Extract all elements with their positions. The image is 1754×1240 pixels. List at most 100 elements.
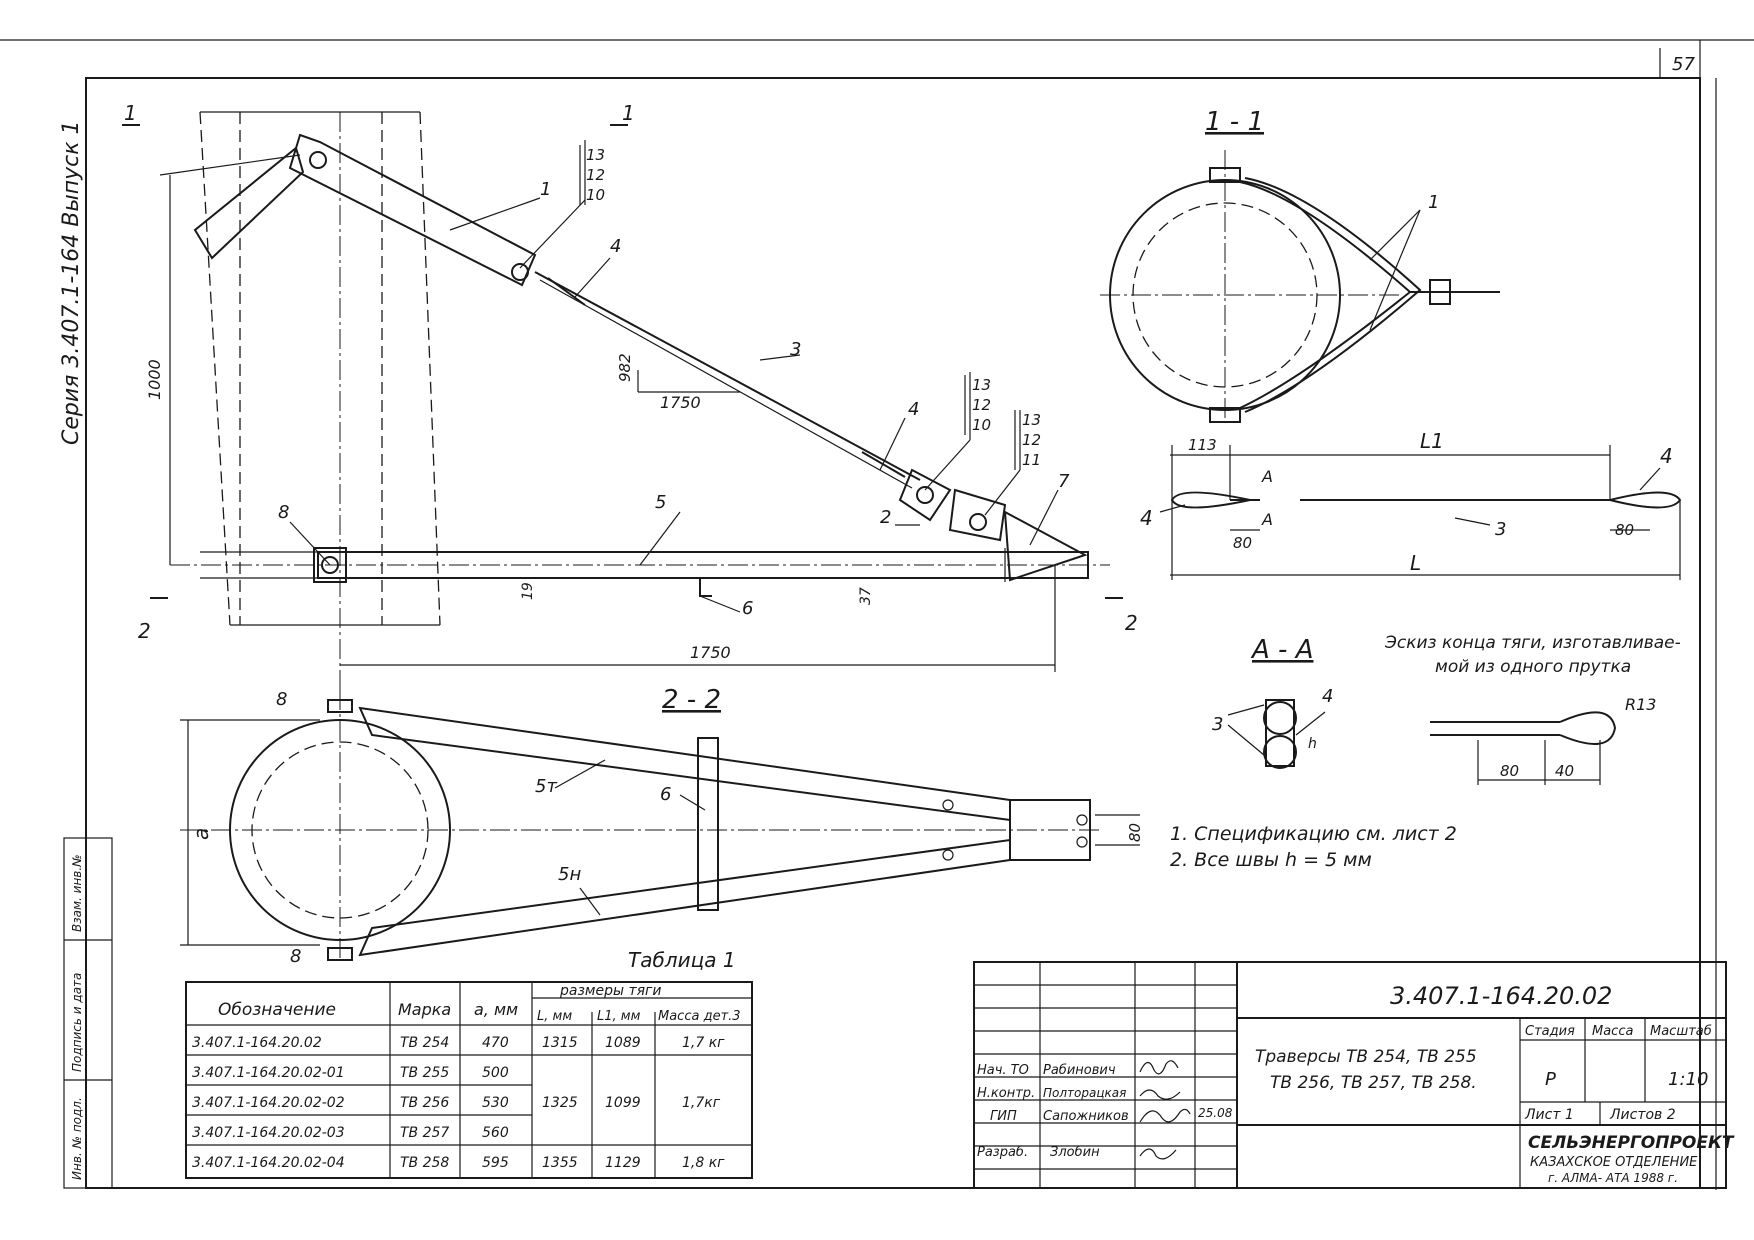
s22-pos5n: 5н bbox=[558, 864, 581, 885]
row1-a: 470 bbox=[482, 1035, 509, 1051]
sec-mark-2b: 2 bbox=[1125, 611, 1138, 635]
aa-pos3: 3 bbox=[1212, 714, 1223, 735]
section-1-1-title: 1 - 1 bbox=[1205, 107, 1264, 137]
rod-80a: 80 bbox=[1233, 534, 1252, 552]
tb-title-1: Траверсы ТВ 254, ТВ 255 bbox=[1255, 1047, 1477, 1067]
pos-6: 6 bbox=[742, 598, 753, 619]
grp3-mass: 1,8 кг bbox=[682, 1155, 725, 1171]
rod-detail: L1 L 113 80 80 A A 3 4 4 bbox=[1140, 429, 1682, 580]
tb-stage-label: Стадия bbox=[1525, 1024, 1575, 1039]
tb-mass-label: Масса bbox=[1592, 1024, 1633, 1039]
stack2-b: 12 bbox=[972, 396, 991, 414]
pos-5: 5 bbox=[655, 492, 666, 513]
s22-pos8b: 8 bbox=[290, 946, 301, 967]
section-2-2-title: 2 - 2 bbox=[662, 685, 721, 715]
dim-982: 982 bbox=[616, 353, 634, 382]
aa-pos4: 4 bbox=[1322, 686, 1333, 707]
pos-8: 8 bbox=[278, 502, 289, 523]
aa-h: h bbox=[1308, 736, 1317, 752]
sketch-80: 80 bbox=[1500, 762, 1519, 780]
dim-37: 37 bbox=[858, 587, 874, 605]
row4-mark: ТВ 257 bbox=[400, 1125, 449, 1141]
stack3-c: 11 bbox=[1022, 451, 1041, 469]
tb-role-3: ГИП bbox=[990, 1109, 1017, 1124]
th-mass: Масса дет.3 bbox=[658, 1009, 741, 1024]
th-mark: Марка bbox=[398, 1000, 451, 1019]
row5-mark: ТВ 258 bbox=[400, 1155, 449, 1171]
stack2-c: 10 bbox=[972, 416, 991, 434]
stack1-b: 12 bbox=[586, 166, 605, 184]
rod-pos3: 3 bbox=[1495, 519, 1506, 540]
row4-designation: 3.407.1-164.20.02-03 bbox=[192, 1125, 345, 1141]
dim-1750-rod: 1750 bbox=[660, 393, 701, 412]
th-designation: Обозначение bbox=[218, 1000, 336, 1020]
row2-a: 500 bbox=[482, 1065, 509, 1081]
section-2-2: 2 - 2 a 80 5т 5н 6 8 8 bbox=[180, 685, 1144, 967]
s22-pos6: 6 bbox=[660, 784, 671, 805]
tb-name-3: Сапожников bbox=[1043, 1109, 1129, 1124]
rod-L1: L1 bbox=[1420, 429, 1444, 453]
s22-pos8a: 8 bbox=[276, 689, 287, 710]
row2-designation: 3.407.1-164.20.02-01 bbox=[192, 1065, 345, 1081]
table-1: Таблица 1 Обозначение Марка a, мм размер… bbox=[185, 948, 753, 1179]
rod-L: L bbox=[1410, 551, 1421, 575]
row5-designation: 3.407.1-164.20.02-04 bbox=[192, 1155, 345, 1171]
sec-mark-1b: 1 bbox=[622, 101, 635, 125]
dim-19: 19 bbox=[520, 582, 536, 600]
tb-role-4: Разраб. bbox=[977, 1145, 1028, 1160]
stack3-a: 13 bbox=[1022, 411, 1041, 429]
section-a-a: A - A 3 4 h bbox=[1212, 635, 1333, 769]
row3-a: 530 bbox=[482, 1095, 509, 1111]
stack2-a: 13 bbox=[972, 376, 991, 394]
row3-designation: 3.407.1-164.20.02-02 bbox=[192, 1095, 345, 1111]
tb-role-2: Н.контр. bbox=[977, 1086, 1035, 1101]
grp2-mass: 1,7кг bbox=[682, 1095, 721, 1111]
sketch-caption-1: Эскиз конца тяги, изготавливае- bbox=[1384, 633, 1681, 653]
grp1-mass: 1,7 кг bbox=[682, 1035, 725, 1051]
tb-title-2: ТВ 256, ТВ 257, ТВ 258. bbox=[1270, 1073, 1477, 1093]
row3-mark: ТВ 256 bbox=[400, 1095, 449, 1111]
sketch-40: 40 bbox=[1555, 762, 1574, 780]
pos-2: 2 bbox=[880, 507, 891, 528]
section-aa-title: A - A bbox=[1250, 635, 1313, 665]
note-2: 2. Все швы h = 5 мм bbox=[1170, 849, 1372, 871]
table-title: Таблица 1 bbox=[628, 948, 736, 972]
stack3-b: 12 bbox=[1022, 431, 1041, 449]
section-1-1: 1 - 1 1 bbox=[1100, 107, 1500, 423]
tb-scale-label: Масштаб bbox=[1650, 1024, 1712, 1039]
sec-mark-2a: 2 bbox=[138, 619, 151, 643]
title-block: 3.407.1-164.20.02 Траверсы ТВ 254, ТВ 25… bbox=[973, 961, 1735, 1189]
row4-a: 560 bbox=[482, 1125, 509, 1141]
th-a: a, мм bbox=[474, 1000, 518, 1019]
tb-name-4: Злобин bbox=[1050, 1145, 1100, 1160]
s22-dim-80: 80 bbox=[1126, 823, 1144, 842]
sheet-number: 57 bbox=[1672, 54, 1695, 75]
pos-1-s11: 1 bbox=[1428, 192, 1439, 213]
rod-A2: A bbox=[1261, 510, 1273, 529]
s22-dim-a: a bbox=[189, 828, 213, 840]
signature-1 bbox=[1139, 1060, 1179, 1075]
grp2-L: 1325 bbox=[542, 1095, 578, 1111]
row2-mark: ТВ 255 bbox=[400, 1065, 449, 1081]
stack1-a: 13 bbox=[586, 146, 605, 164]
tb-scale: 1:10 bbox=[1668, 1069, 1708, 1090]
pos-7: 7 bbox=[1058, 471, 1070, 492]
rod-A1: A bbox=[1261, 467, 1273, 486]
tb-sheet: Лист 1 bbox=[1524, 1107, 1574, 1123]
series-label: Серия 3.407.1-164 Выпуск 1 bbox=[59, 120, 84, 445]
stamp-sign: Подпись и дата bbox=[70, 973, 84, 1072]
tb-org-1: СЕЛЬЭНЕРГОПРОЕКТ bbox=[1528, 1133, 1735, 1153]
pos-4b: 4 bbox=[908, 399, 919, 420]
th-L: L, мм bbox=[537, 1009, 572, 1024]
grp3-L1: 1129 bbox=[605, 1155, 641, 1171]
note-1: 1. Спецификацию см. лист 2 bbox=[1170, 823, 1457, 845]
sketch-caption-2: мой из одного прутка bbox=[1435, 657, 1631, 677]
tb-sheets: Листов 2 bbox=[1609, 1107, 1676, 1123]
rod-pos4a: 4 bbox=[1140, 506, 1153, 530]
rod-80b: 80 bbox=[1615, 521, 1634, 539]
row1-mark: ТВ 254 bbox=[400, 1035, 449, 1051]
pos-3: 3 bbox=[790, 339, 801, 360]
stack1-c: 10 bbox=[586, 186, 605, 204]
signature-3 bbox=[1139, 1108, 1191, 1123]
